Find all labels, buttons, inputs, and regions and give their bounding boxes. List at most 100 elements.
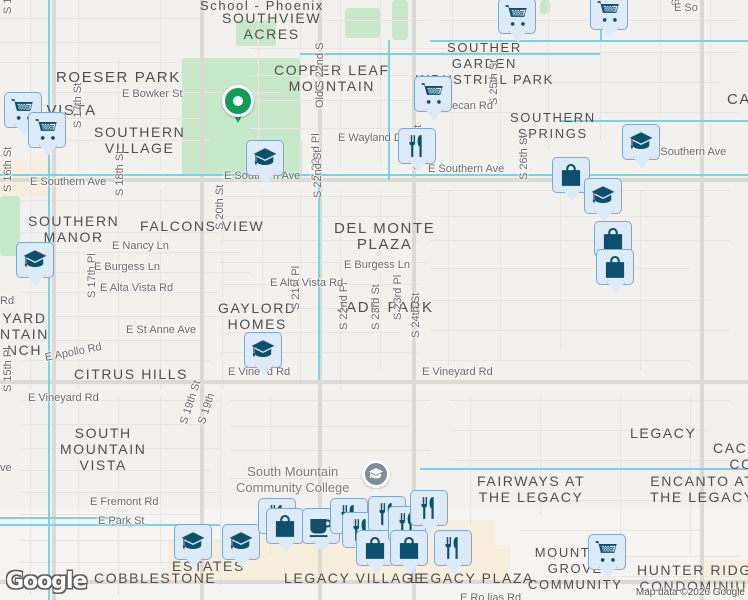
road-minor (540, 395, 541, 515)
pin-tail (371, 484, 381, 493)
road-minor (118, 60, 119, 180)
transit-line (388, 40, 390, 180)
map-marker-graduation-cap[interactable] (174, 524, 212, 568)
road-arterial (0, 580, 748, 584)
road-minor (20, 424, 200, 425)
map-marker-graduation-cap[interactable] (246, 140, 284, 184)
pin-dot (233, 96, 243, 106)
road-minor (0, 42, 160, 43)
road-minor (660, 0, 661, 140)
transit-line (430, 40, 748, 42)
map-marker-restaurant[interactable] (398, 128, 436, 172)
map-marker-shopping-cart[interactable] (414, 76, 452, 120)
map-marker-shopping-cart[interactable] (498, 0, 536, 42)
road-minor (30, 190, 31, 390)
road-minor (20, 492, 220, 493)
map-marker-graduation-cap[interactable] (16, 242, 54, 286)
commercial-area (700, 560, 748, 590)
road-minor (20, 514, 200, 515)
map-block (0, 176, 748, 386)
current-location-pin[interactable] (222, 85, 254, 125)
road-minor (440, 52, 740, 53)
road-minor (220, 332, 400, 333)
marker-tail (509, 31, 527, 42)
road-minor (430, 330, 730, 331)
road-arterial (0, 380, 748, 384)
marker-tail (599, 567, 617, 578)
map-marker-restaurant[interactable] (410, 490, 448, 534)
map-marker-shopping-cart[interactable] (590, 0, 628, 38)
map-marker-shopping-bag[interactable] (552, 157, 590, 201)
road-minor (78, 395, 79, 575)
map-marker-shopping-bag[interactable] (390, 530, 428, 574)
marker-tail (233, 557, 251, 568)
road-minor (78, 190, 79, 390)
college-poi-pin[interactable] (362, 460, 390, 494)
road-minor (600, 576, 740, 577)
road-minor (600, 0, 601, 140)
transit-line (318, 180, 320, 380)
marker-tail (313, 541, 331, 552)
road-minor (640, 190, 641, 370)
road-minor (60, 140, 210, 141)
road-minor (220, 395, 221, 585)
road-minor (500, 190, 501, 360)
road-minor (430, 240, 730, 241)
map-marker-graduation-cap[interactable] (244, 332, 282, 376)
transit-line (560, 120, 748, 122)
marker-tail (255, 365, 273, 376)
road-arterial (318, 0, 322, 600)
map-marker-shopping-bag[interactable] (266, 508, 304, 552)
road-minor (20, 118, 200, 119)
road-minor (20, 470, 210, 471)
road-minor (20, 340, 200, 341)
road-minor (222, 190, 223, 390)
road-minor (160, 0, 161, 170)
marker-tail (607, 282, 625, 293)
road-minor (30, 0, 31, 170)
road-minor (380, 190, 381, 370)
road-minor (20, 292, 220, 293)
map-marker-restaurant[interactable] (434, 530, 472, 574)
road-minor (20, 562, 240, 563)
marker-tail (39, 145, 57, 156)
road-minor (450, 430, 710, 431)
marker-body (434, 530, 472, 566)
google-logo: Google (6, 569, 87, 594)
road-minor (20, 540, 220, 541)
map-marker-graduation-cap[interactable] (622, 124, 660, 168)
road-minor (20, 200, 200, 201)
marker-tail (563, 190, 581, 201)
map-marker-shopping-cart[interactable] (28, 112, 66, 156)
road-minor (380, 0, 381, 165)
map-marker-shopping-cart[interactable] (588, 534, 626, 578)
marker-tail (425, 109, 443, 120)
map-marker-shopping-bag[interactable] (356, 530, 394, 574)
park-area (345, 8, 380, 38)
park-area (540, 0, 550, 14)
road-minor (250, 100, 450, 101)
pin-tail (232, 112, 244, 123)
transit-line (420, 468, 748, 470)
map-marker-graduation-cap[interactable] (222, 524, 260, 568)
road-minor (20, 92, 280, 93)
road-minor (470, 395, 471, 525)
road-minor (448, 190, 449, 380)
road-minor (20, 360, 210, 361)
road-minor (300, 0, 301, 175)
road-minor (430, 300, 710, 301)
road-minor (560, 190, 561, 350)
transit-line (0, 174, 748, 176)
transit-line (300, 53, 600, 55)
road-minor (450, 400, 730, 401)
road-minor (250, 75, 440, 76)
road-minor (430, 216, 710, 217)
road-minor (30, 395, 31, 595)
marker-body (222, 524, 260, 560)
marker-tail (277, 541, 295, 552)
map-marker-shopping-bag[interactable] (596, 249, 634, 293)
map-marker-graduation-cap[interactable] (584, 178, 622, 222)
marker-tail (185, 557, 203, 568)
road-minor (450, 460, 730, 461)
